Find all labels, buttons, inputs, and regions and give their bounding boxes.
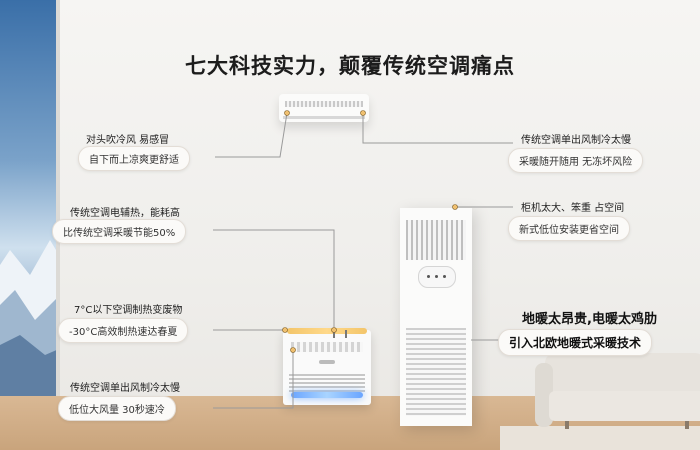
- callout-1-label: 对头吹冷风 易感冒: [86, 135, 170, 146]
- floor-unit-controls: [291, 342, 363, 352]
- rug: [500, 426, 700, 450]
- window-mountain-view: [0, 0, 56, 400]
- callout-2-pill: 比传统空调采暖节能50%: [52, 219, 187, 244]
- floor-unit-vent: [289, 374, 365, 392]
- callout-7-label: 地暖太昂贵,电暖太鸡肋: [522, 312, 657, 327]
- floor-heating-unit: [283, 328, 371, 405]
- wall-ac-vent: [283, 116, 365, 119]
- wall-ac-unit: [279, 94, 369, 122]
- callout-5-label: 传统空调单出风制冷太慢: [521, 135, 631, 146]
- page-title: 七大科技实力，颠覆传统空调痛点: [185, 54, 515, 78]
- brand-logo: [319, 360, 335, 364]
- callout-5-pill: 采暖随开随用 无冻坏风险: [508, 148, 644, 173]
- tower-top-grille: [406, 220, 466, 260]
- cool-glow: [291, 392, 363, 398]
- tower-control-panel: [418, 266, 456, 288]
- callout-4-pill: 低位大风量 30秒速冷: [58, 396, 176, 421]
- warm-glow: [287, 328, 367, 334]
- sofa: [535, 353, 700, 431]
- callout-6-pill: 新式低位安装更省空间: [508, 216, 630, 241]
- mountain-image: [0, 240, 56, 400]
- callout-3-label: 7°C以下空调制热变废物: [74, 305, 183, 316]
- callout-2-label: 传统空调电辅热，能耗高: [70, 208, 180, 219]
- callout-1-pill: 自下而上凉爽更舒适: [78, 146, 190, 171]
- callout-7-pill: 引入北欧地暖式采暖技术: [498, 329, 653, 356]
- wall-ac-grille: [285, 101, 363, 107]
- tower-lower-grille: [406, 328, 466, 416]
- tower-ac-unit: [400, 208, 472, 426]
- wall-edge: [56, 0, 60, 400]
- callout-3-pill: -30°C高效制热速达春夏: [58, 318, 189, 343]
- callout-4-label: 传统空调单出风制冷太慢: [70, 383, 180, 394]
- callout-6-label: 柜机太大、笨重 占空间: [521, 203, 625, 214]
